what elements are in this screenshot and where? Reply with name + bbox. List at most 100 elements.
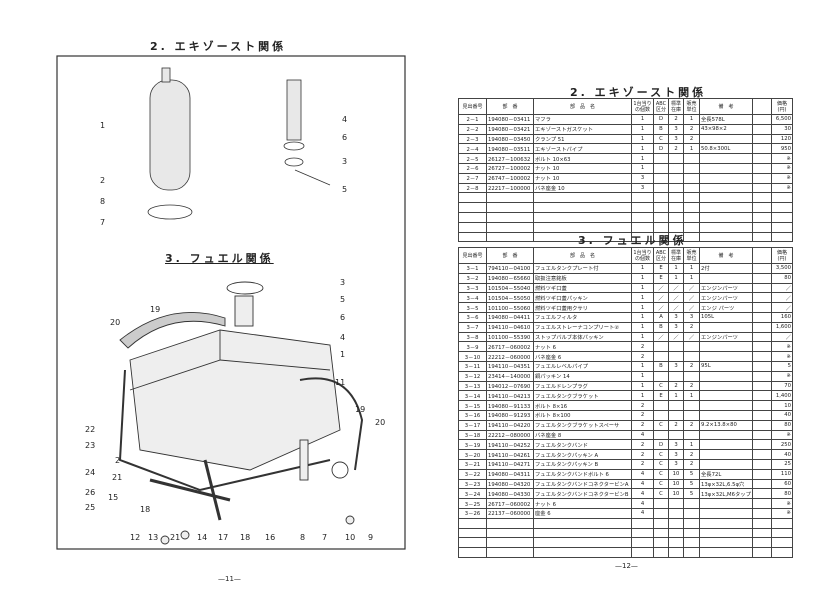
table-cell: 2	[683, 449, 700, 460]
table-cell: 燃料ツギ口蓋パッキン	[533, 292, 632, 304]
table-cell: 2－6	[458, 162, 487, 174]
table-cell: ／	[668, 282, 684, 294]
table-cell: 2	[668, 380, 684, 392]
column-header: 販売単位	[683, 98, 700, 115]
table-cell: フュエルタンクパッキン A	[533, 449, 632, 460]
column-header: 部 品 名	[533, 98, 632, 115]
table-cell: 3－8	[458, 331, 487, 343]
table-cell	[752, 351, 772, 362]
table-cell	[699, 272, 753, 284]
table-cell: 194080－04320	[486, 478, 534, 490]
table-cell	[668, 400, 684, 411]
table-cell: 3－22	[458, 468, 487, 480]
table-cell: ／	[653, 302, 669, 313]
table-cell	[699, 172, 753, 184]
table-cell	[699, 390, 753, 402]
svg-text:19: 19	[150, 305, 160, 314]
table-cell: 2	[683, 133, 700, 145]
table-cell	[683, 498, 700, 509]
table-cell: 1	[631, 263, 654, 274]
table-cell	[683, 182, 700, 194]
table-cell: 2付	[699, 263, 753, 274]
table-cell	[683, 429, 700, 441]
column-header: 販売単位	[683, 247, 700, 264]
table-cell: 1	[683, 263, 700, 274]
table-cell: 3,500	[771, 263, 793, 274]
table-cell: フュエルタンクパッキン B	[533, 458, 632, 470]
table-cell: 1	[668, 390, 684, 402]
table-cell: 1	[631, 321, 654, 333]
table-cell: フュエルタンクバンドコネクタービンB	[533, 488, 632, 500]
table-cell: 1	[631, 123, 654, 135]
table-cell: 5	[683, 488, 700, 500]
table-cell: 4	[631, 429, 654, 441]
svg-text:3: 3	[342, 157, 347, 166]
table-cell: エキゾーストガスケット	[533, 123, 632, 135]
table-cell: 4	[631, 468, 654, 480]
table-cell: ／	[771, 282, 793, 294]
fuel-section-title: 3. フュエル関係	[578, 234, 687, 247]
fuel-callouts: 3 5 6 4 1 20 19 11 19 20 22 23 2 24 21 2…	[85, 278, 385, 542]
table-cell: フュエルタンクバンドボルト 6	[533, 468, 632, 480]
svg-text:20: 20	[375, 418, 385, 427]
table-cell: 26747－100002	[486, 172, 534, 184]
table-cell: 1	[631, 272, 654, 284]
table-cell: 3	[631, 172, 654, 184]
svg-text:21: 21	[112, 473, 122, 482]
table-cell: 1	[631, 143, 654, 155]
column-header: 標準在庫	[668, 247, 684, 264]
table-cell: 22212－080000	[486, 429, 534, 441]
table-cell	[699, 351, 753, 362]
table-cell	[699, 507, 753, 519]
table-cell: 26727－100002	[486, 162, 534, 174]
table-cell: バネ座金 6	[533, 351, 632, 362]
svg-text:20: 20	[110, 318, 120, 327]
table-cell: エンジンパーツ	[699, 292, 753, 304]
svg-text:4: 4	[342, 115, 347, 124]
table-cell	[668, 182, 684, 194]
table-cell	[699, 321, 753, 333]
svg-text:9: 9	[368, 533, 373, 542]
table-cell: C	[653, 458, 669, 470]
table-cell: 2	[631, 409, 654, 421]
table-cell: ナット 6	[533, 498, 632, 509]
table-cell: D	[653, 439, 669, 451]
table-cell	[752, 133, 772, 145]
table-cell: 2	[683, 123, 700, 135]
table-cell: D	[653, 143, 669, 155]
table-cell	[653, 341, 669, 353]
table-cell: 194110－04271	[486, 458, 534, 470]
table-cell: 2	[631, 341, 654, 353]
column-header: 備 考	[699, 247, 753, 264]
table-cell	[752, 507, 772, 519]
table-cell	[752, 321, 772, 333]
table-cell: B	[653, 123, 669, 135]
table-cell: 1	[631, 133, 654, 145]
table-cell: 194080－91133	[486, 400, 534, 411]
table-cell	[699, 449, 753, 460]
table-cell: 80	[771, 488, 793, 500]
table-cell: 1	[631, 153, 654, 164]
table-cell: ／	[668, 302, 684, 313]
table-cell: ／	[653, 292, 669, 304]
table-cell: 10	[668, 478, 684, 490]
table-cell	[752, 478, 772, 490]
table-cell: 194110－04261	[486, 449, 534, 460]
table-cell: 3－19	[458, 439, 487, 451]
column-header	[752, 98, 772, 115]
table-cell: マフラ	[533, 114, 632, 125]
exhaust-section-title: 2. エキゾースト関係	[570, 86, 707, 99]
table-cell	[699, 400, 753, 411]
